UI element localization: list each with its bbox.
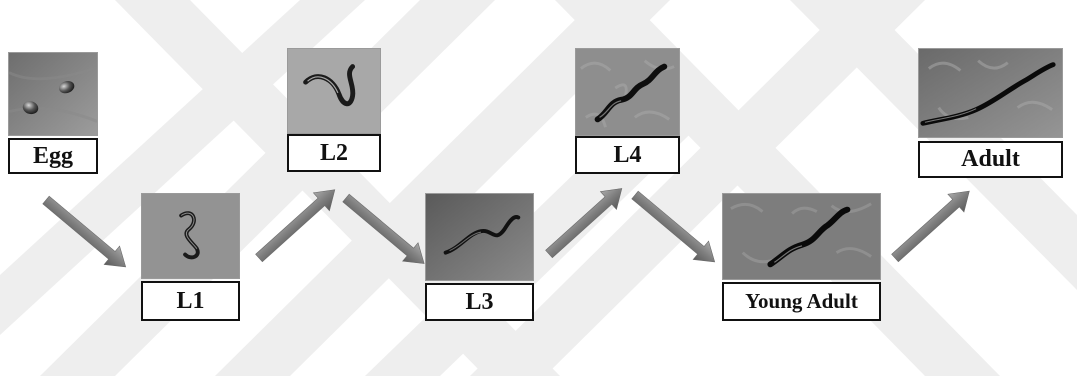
- arrow-l3-to-l4: [541, 180, 630, 263]
- arrow-egg-to-l1: [38, 191, 133, 276]
- arrow-l1-to-l2: [251, 181, 343, 267]
- arrow-l2-to-l3: [338, 189, 432, 273]
- arrow-young-adult-to-adult: [887, 182, 977, 267]
- arrow-l4-to-young-adult: [627, 186, 722, 271]
